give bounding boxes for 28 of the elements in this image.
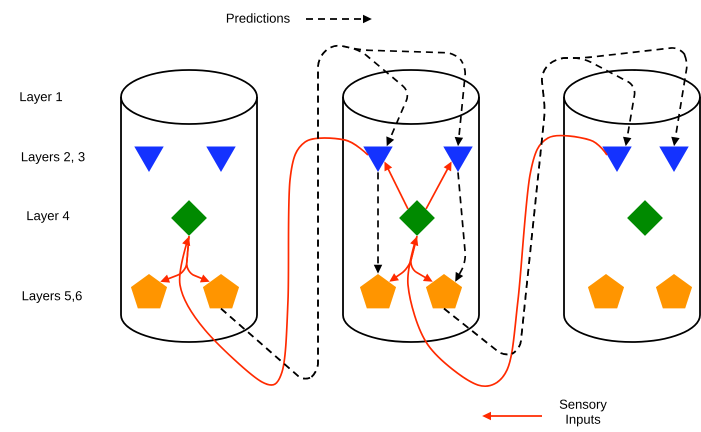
legend-label: Predictions xyxy=(226,13,290,23)
dashed-arrow xyxy=(220,44,466,380)
triangle xyxy=(206,146,236,172)
pentagon xyxy=(656,274,692,308)
arrow xyxy=(407,134,608,387)
pentagon xyxy=(202,274,240,308)
diamond xyxy=(627,200,663,236)
triangle xyxy=(602,146,632,172)
diamond xyxy=(171,200,207,236)
cylinder xyxy=(563,69,701,343)
pentagon xyxy=(588,274,624,308)
triangle xyxy=(134,146,164,172)
arrow xyxy=(178,137,369,386)
cylinder xyxy=(342,69,480,343)
pentagon xyxy=(426,274,462,308)
dashed-arrow xyxy=(443,47,688,356)
cylinder xyxy=(120,69,258,343)
triangle xyxy=(443,146,473,172)
triangle xyxy=(363,146,393,172)
layer-label: Layer 1 xyxy=(20,92,62,104)
legend-label: Sensory Inputs xyxy=(560,400,607,426)
layer-label: Layers 2, 3 xyxy=(22,152,85,164)
layer-label: Layer 4 xyxy=(27,211,70,223)
layer-label: Layers 5,6 xyxy=(22,291,82,303)
triangle xyxy=(659,146,689,172)
diamond xyxy=(399,200,435,236)
pentagon xyxy=(130,274,168,308)
pentagon xyxy=(360,274,396,308)
